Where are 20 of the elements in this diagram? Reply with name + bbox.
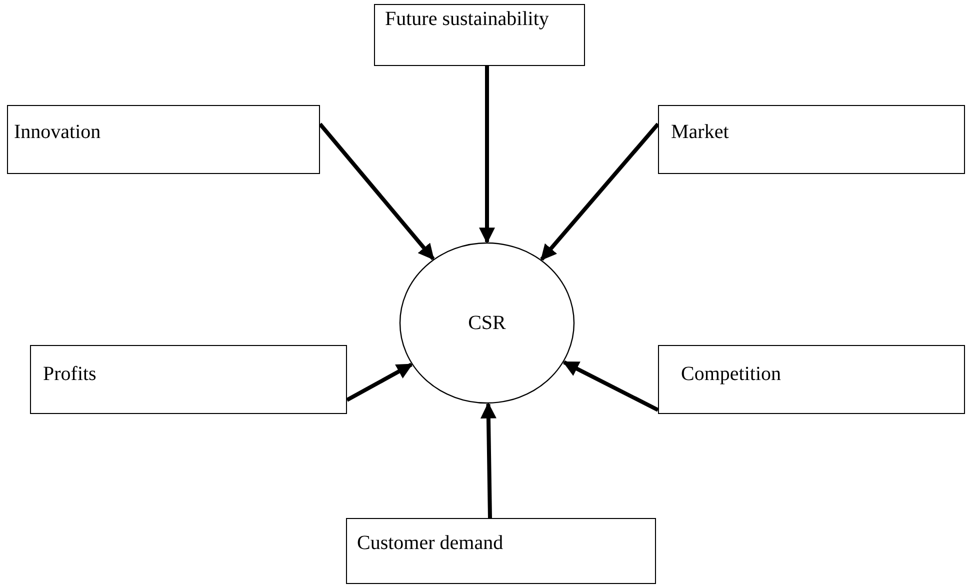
node-label: Competition	[681, 362, 782, 387]
arrow	[318, 122, 435, 260]
text-box	[30, 345, 347, 414]
arrow	[480, 402, 496, 518]
arrow	[562, 360, 659, 412]
text-box	[346, 518, 656, 584]
node-label: Future sustainability	[385, 7, 550, 32]
text-box	[658, 105, 965, 174]
arrow	[540, 122, 660, 261]
text-box	[658, 345, 965, 414]
node-label: Innovation	[14, 120, 102, 145]
text-box	[7, 105, 320, 174]
node-label: CSR	[468, 311, 506, 336]
node-label: Profits	[43, 362, 98, 387]
node-label: Market	[671, 120, 730, 145]
arrow	[479, 66, 495, 244]
ellipse-node	[399, 242, 575, 404]
node-label: Customer demand	[357, 531, 504, 556]
text-box	[374, 4, 585, 66]
arrow	[346, 362, 413, 402]
